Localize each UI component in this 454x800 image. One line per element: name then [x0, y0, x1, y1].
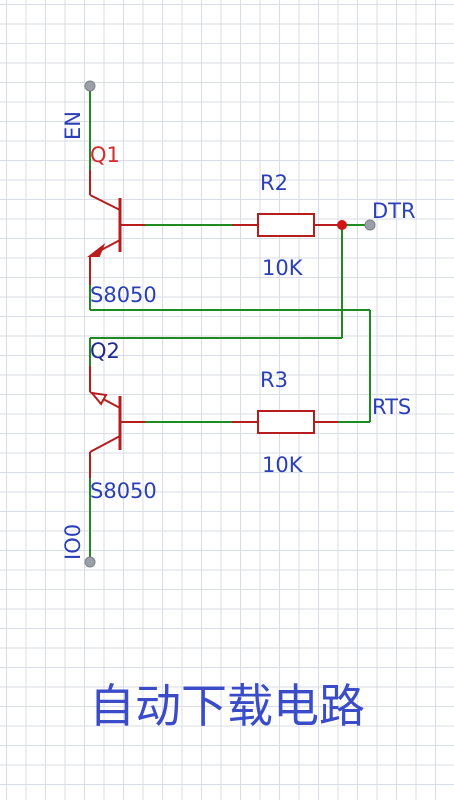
q2-collector-diag — [89, 435, 121, 453]
q1-emitter-arrow — [87, 242, 106, 257]
dtr-junction-dot — [337, 220, 347, 230]
net-label-rts: RTS — [372, 395, 411, 419]
resistor-r3 — [232, 410, 338, 434]
ref-label-r2: R2 — [260, 171, 288, 195]
part-label-q2: S8050 — [90, 479, 157, 503]
transistor-q2 — [89, 366, 145, 478]
part-label-q1: S8050 — [90, 283, 157, 307]
r3-body — [257, 410, 315, 434]
q1-collector-diag — [89, 194, 121, 211]
transistor-q1 — [87, 170, 145, 285]
resistor-r2 — [232, 213, 338, 237]
r2-body — [257, 213, 315, 237]
net-label-dtr: DTR — [372, 199, 416, 223]
value-label-r2: 10K — [262, 256, 304, 280]
diagram-title: 自动下载电路 — [89, 679, 365, 733]
en-pin-end — [84, 80, 96, 92]
net-label-io0: IO0 — [61, 524, 85, 560]
ref-label-r3: R3 — [260, 368, 288, 392]
net-label-en: EN — [61, 111, 85, 140]
io0-pin-end — [84, 556, 96, 568]
dtr-pin-end — [364, 219, 376, 231]
ref-label-q2: Q2 — [90, 339, 120, 363]
ref-label-q1: Q1 — [90, 143, 120, 167]
wires — [89, 86, 371, 562]
value-label-r3: 10K — [262, 453, 304, 477]
q2-emitter-arrow — [89, 391, 108, 406]
